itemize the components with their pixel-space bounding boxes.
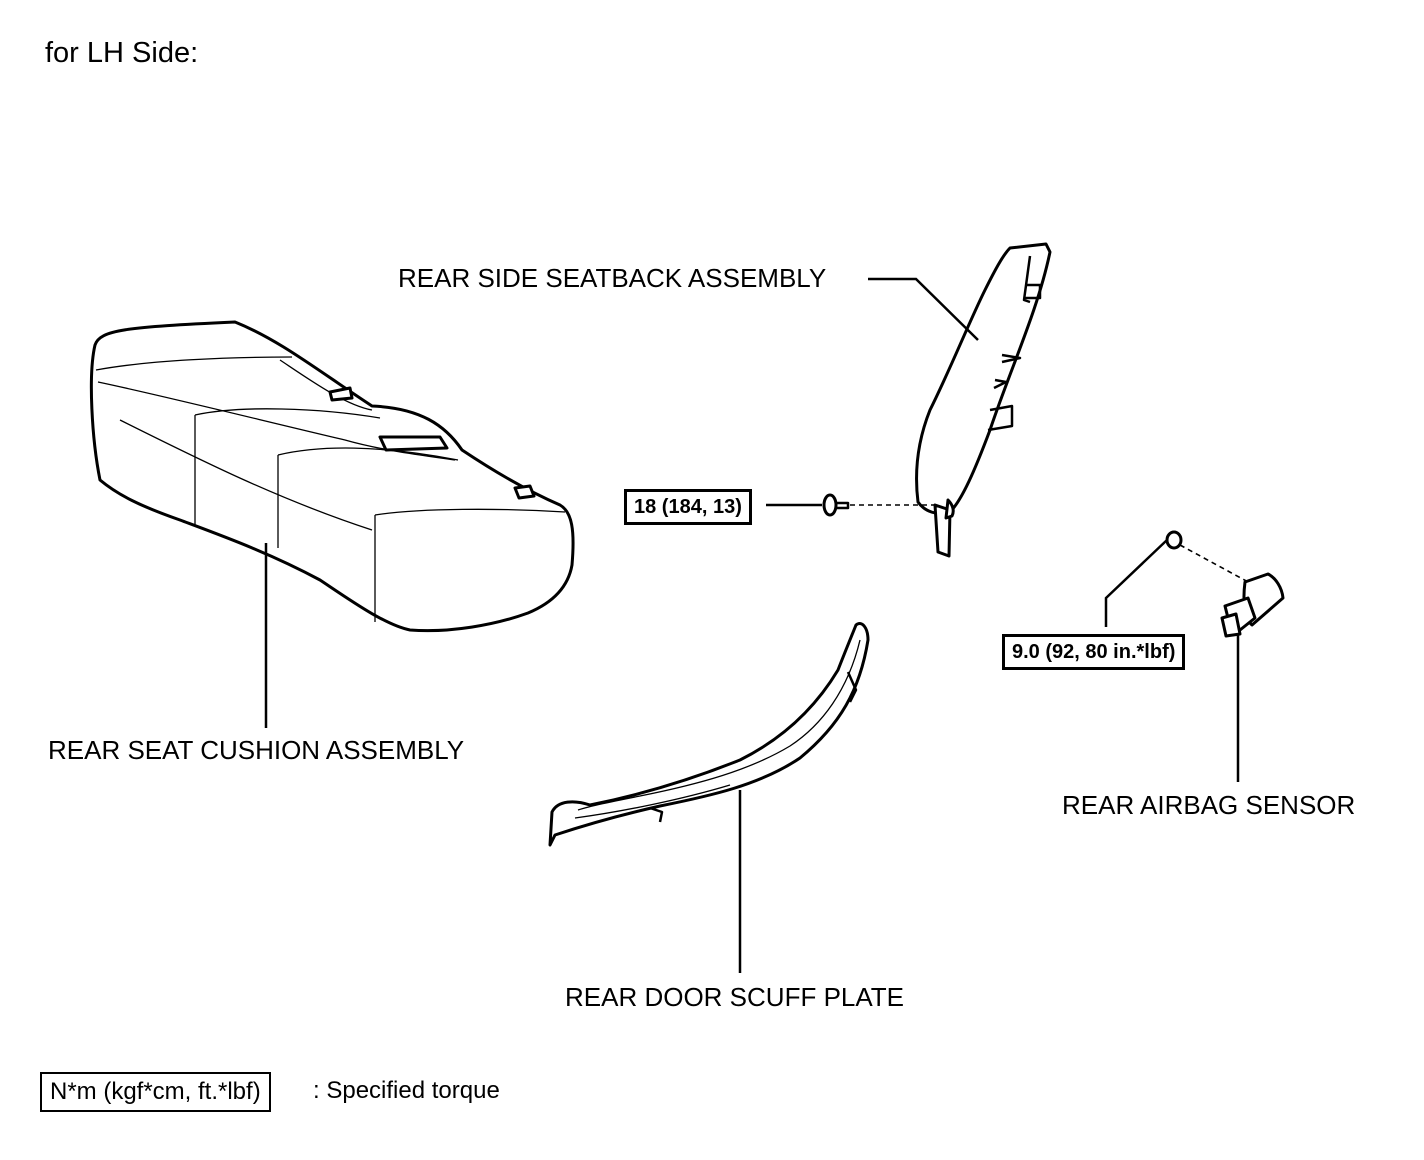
seatback-label: REAR SIDE SEATBACK ASSEMBLY xyxy=(398,263,827,293)
page-heading: for LH Side: xyxy=(45,37,199,69)
sensor-nut-torque-box: 9.0 (92, 80 in.*lbf) xyxy=(1002,634,1186,670)
sensor-nut-drawing xyxy=(1165,530,1183,550)
torque-legend-box: N*m (kgf*cm, ft.*lbf) xyxy=(40,1072,271,1112)
seatback-bolt-torque-box: 18 (184, 13) xyxy=(624,489,752,525)
cushion-label: REAR SEAT CUSHION ASSEMBLY xyxy=(48,735,465,765)
torque-legend-text: : Specified torque xyxy=(313,1077,500,1104)
scuff-plate-label: REAR DOOR SCUFF PLATE xyxy=(565,982,905,1012)
scuff-plate-drawing xyxy=(548,622,870,847)
seatback-bolt-drawing xyxy=(822,493,850,517)
seat-cushion-drawing xyxy=(89,320,575,633)
side-seatback-drawing xyxy=(915,242,1052,558)
airbag-sensor-label: REAR AIRBAG SENSOR xyxy=(1062,790,1356,820)
nut-torque-leader-line xyxy=(1104,539,1168,627)
seatback-leader-line xyxy=(868,277,979,341)
airbag-sensor-drawing xyxy=(1220,572,1285,638)
